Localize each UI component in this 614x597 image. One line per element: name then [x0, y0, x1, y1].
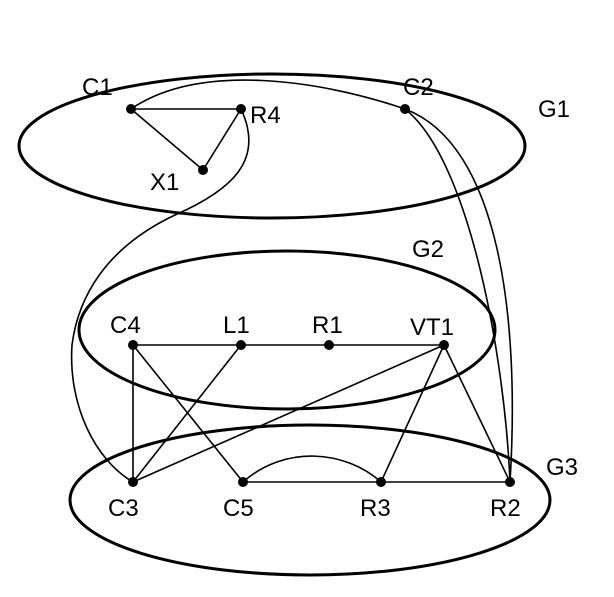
node-label-c2: C2: [403, 74, 434, 101]
nodes: [126, 104, 515, 487]
node-r2: [505, 477, 515, 487]
node-c1: [126, 104, 136, 114]
node-c2: [400, 104, 410, 114]
node-r1: [324, 340, 334, 350]
edge-vt1-c3: [132, 344, 445, 483]
node-label-r1: R1: [312, 312, 343, 339]
node-c3: [128, 477, 138, 487]
edge-c2-r2-outer: [404, 108, 514, 483]
node-label-vt1: VT1: [410, 314, 454, 341]
node-label-c5: C5: [223, 495, 254, 522]
node-vt1: [439, 340, 449, 350]
node-r4: [236, 104, 246, 114]
group-label-g3: G3: [546, 454, 578, 481]
group-ellipse-g3: [68, 423, 552, 577]
node-labels: C1 R4 X1 C2 C4 L1 R1 VT1 C3 C5 R3 R2: [82, 74, 521, 522]
edge-vt1-r3: [380, 344, 445, 483]
edge-r4-c3: [70, 108, 250, 483]
node-label-r4: R4: [250, 102, 281, 129]
edge-c5-r3-arc: [242, 455, 382, 483]
group-ellipse-g2: [77, 249, 497, 411]
node-label-r3: R3: [360, 495, 391, 522]
edge-l1-c3: [132, 344, 242, 483]
node-label-c1: C1: [82, 74, 113, 101]
node-label-c4: C4: [110, 312, 141, 339]
edges: [70, 79, 514, 483]
group-label-g1: G1: [538, 96, 570, 123]
node-label-l1: L1: [223, 312, 250, 339]
node-label-c3: C3: [108, 495, 139, 522]
edge-vt1-r2: [443, 344, 511, 483]
node-c4: [128, 340, 138, 350]
node-label-r2: R2: [490, 495, 521, 522]
node-r3: [376, 477, 386, 487]
node-l1: [236, 340, 246, 350]
node-c5: [238, 477, 248, 487]
node-label-x1: X1: [150, 169, 179, 196]
edge-c1-c2: [130, 79, 406, 110]
node-x1: [198, 165, 208, 175]
group-label-g2: G2: [412, 236, 444, 263]
edge-c1-x1: [130, 108, 204, 171]
edge-c2-r2-inner: [404, 108, 511, 483]
group-ellipse-g1: [17, 72, 527, 220]
edge-r4-x1: [202, 108, 242, 171]
